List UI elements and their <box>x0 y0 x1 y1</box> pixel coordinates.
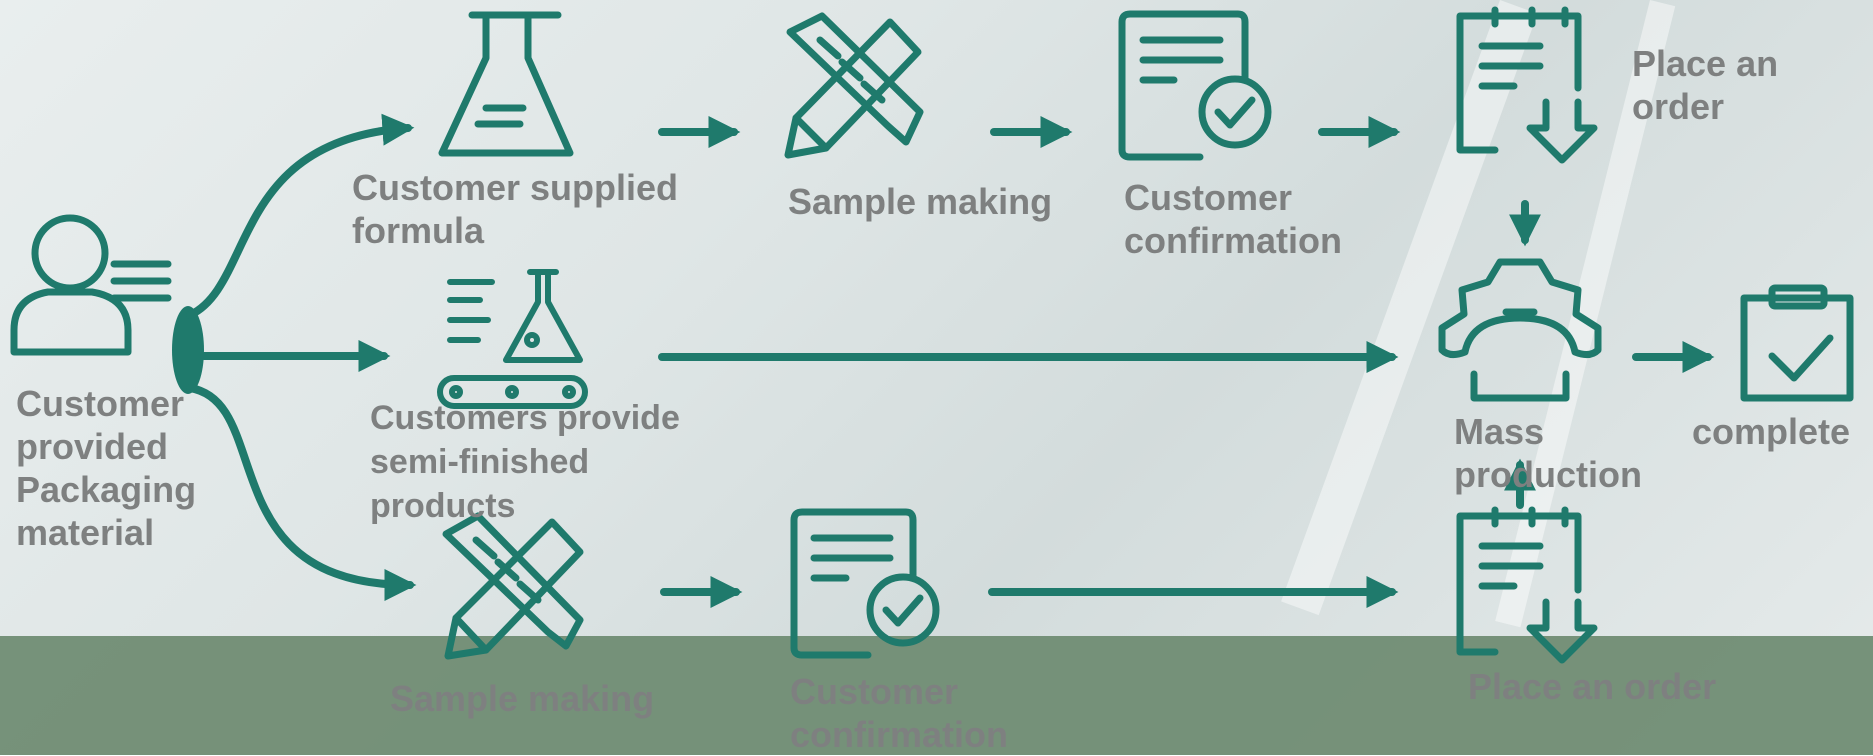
sample-making-bottom-label: Sample making <box>390 678 655 719</box>
semi-finished-label-line: semi-finished <box>370 443 590 481</box>
mass-production-label-line: production <box>1454 454 1642 495</box>
document-check-icon <box>790 508 940 659</box>
customer-label: Customer provided Packaging material <box>16 382 196 554</box>
gear-production-icon <box>1438 258 1602 402</box>
clipboard-download-icon <box>1456 506 1598 664</box>
confirmation-label-line: Customer <box>790 671 959 712</box>
pencil-ruler-icon <box>442 512 584 660</box>
arrow-to-sample-bottom <box>186 384 417 601</box>
lab-conveyor-icon <box>437 269 588 409</box>
mass-production-label-line: Mass <box>1454 411 1545 452</box>
arrow-to-formula <box>186 113 415 319</box>
customer-label-line: Customer <box>16 383 185 424</box>
customer-confirmation-bottom-label: Customer confirmation <box>790 670 1008 756</box>
branch-node <box>172 306 204 394</box>
customer-confirmation-top-label: Customer confirmation <box>1124 176 1342 262</box>
flask-icon <box>438 11 574 157</box>
customer-label-line: material <box>16 512 155 553</box>
semi-finished-label: Customers provide semi-finished products <box>370 396 680 528</box>
flow-arrows <box>186 113 1715 608</box>
confirmation-label-line: confirmation <box>790 714 1009 755</box>
sample-making-top-label: Sample making <box>788 181 1053 222</box>
formula-label: Customer supplied formula <box>352 166 678 252</box>
confirmation-label-line: Customer <box>1124 177 1293 218</box>
clipboard-check-icon <box>1740 284 1854 402</box>
formula-label-line: formula <box>352 210 485 251</box>
formula-label-line: Customer supplied <box>352 167 679 208</box>
place-order-label-line: order <box>1632 86 1725 127</box>
customer-label-line: Packaging <box>16 469 197 510</box>
customer-user-icon <box>10 214 172 356</box>
place-order-bottom-label: Place an order <box>1468 666 1717 707</box>
place-order-label-line: Place an <box>1632 43 1779 84</box>
place-order-top-label: Place an order <box>1632 42 1778 128</box>
complete-label: complete <box>1692 411 1851 452</box>
pencil-ruler-icon <box>784 12 924 159</box>
customer-label-line: provided <box>16 426 169 467</box>
mass-production-label: Mass production <box>1454 410 1642 496</box>
confirmation-label-line: confirmation <box>1124 220 1343 261</box>
semi-finished-label-line: Customers provide <box>370 399 680 437</box>
clipboard-download-icon <box>1456 6 1598 164</box>
semi-finished-label-line: products <box>370 487 516 525</box>
document-check-icon <box>1118 10 1272 161</box>
